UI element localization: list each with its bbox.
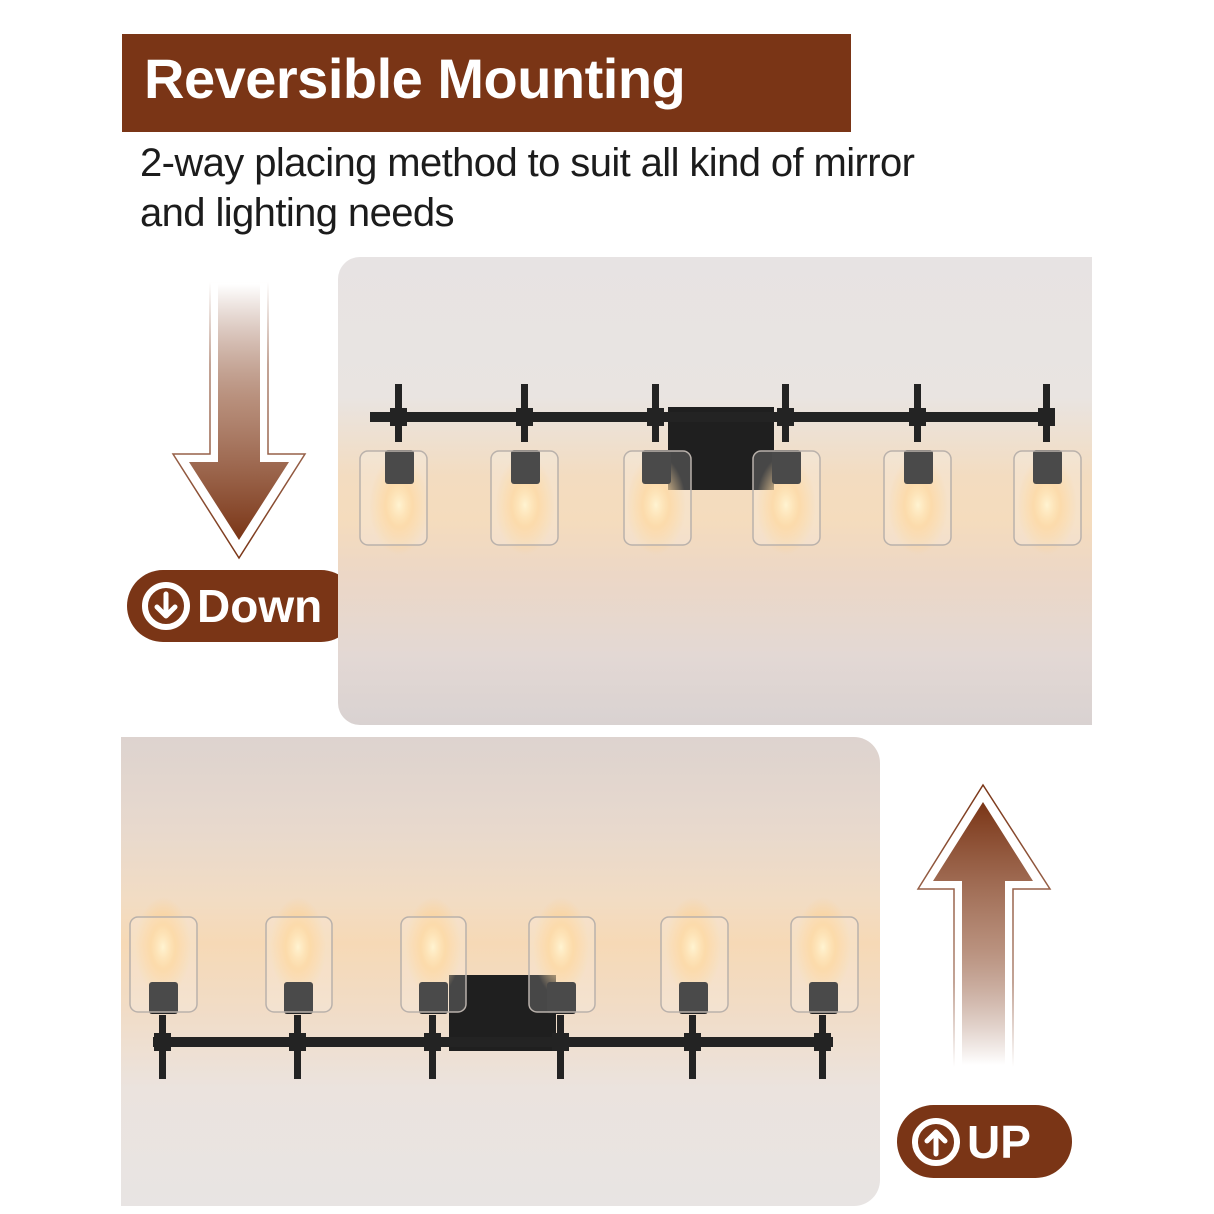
circle-arrow-up-icon bbox=[912, 1117, 960, 1166]
title-banner: Reversible Mounting bbox=[122, 34, 851, 132]
light-5 bbox=[883, 384, 952, 555]
light-6 bbox=[1013, 384, 1082, 555]
circle-arrow-down-icon bbox=[142, 582, 190, 630]
light-3 bbox=[623, 384, 692, 555]
down-badge-label: Down bbox=[197, 580, 323, 632]
photo-up-mount bbox=[121, 737, 880, 1206]
vanity-fixture-up-image bbox=[129, 897, 859, 1079]
arrow-up-icon bbox=[916, 783, 1052, 1068]
light-4 bbox=[528, 897, 596, 1079]
light-4 bbox=[752, 384, 821, 555]
up-mount-badge: UP bbox=[897, 1105, 1072, 1178]
vanity-fixture-down-image bbox=[359, 384, 1082, 555]
light-5 bbox=[660, 897, 729, 1079]
light-1 bbox=[129, 897, 198, 1079]
arrow-down-icon bbox=[171, 281, 307, 560]
light-2 bbox=[265, 897, 333, 1079]
photo-down-mount bbox=[338, 257, 1092, 725]
light-2 bbox=[490, 384, 559, 555]
light-3 bbox=[400, 897, 467, 1079]
page-title: Reversible Mounting bbox=[144, 47, 686, 110]
light-1 bbox=[359, 384, 429, 555]
up-badge-label: UP bbox=[967, 1115, 1031, 1168]
subtitle: 2-way placing method to suit all kind of… bbox=[140, 141, 915, 235]
light-6 bbox=[790, 897, 859, 1079]
down-mount-badge: Down bbox=[127, 570, 357, 642]
